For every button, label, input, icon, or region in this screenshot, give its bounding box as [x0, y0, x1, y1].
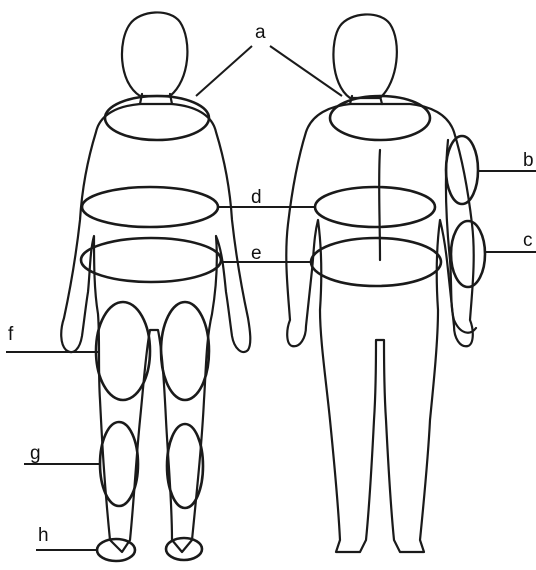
front-body-outline: [61, 104, 250, 552]
front-shoulder-ring: [105, 96, 209, 140]
front-left-foot-ring: [97, 539, 135, 561]
front-left-thigh-ring: [96, 302, 150, 400]
labels: a b c d e f g h: [8, 22, 534, 546]
leader-lines: [6, 46, 536, 550]
back-figure: [286, 14, 485, 552]
label-f: f: [8, 324, 14, 345]
back-chest-ring: [315, 187, 435, 227]
back-spine-line: [379, 150, 380, 260]
front-waist-ring: [81, 238, 221, 282]
label-d: d: [251, 187, 262, 208]
back-shoulder-ring: [330, 96, 430, 140]
front-right-calf-ring: [167, 424, 203, 508]
back-forearm-ring: [451, 221, 485, 287]
label-b: b: [523, 150, 534, 171]
leader-a-back: [270, 46, 342, 96]
leader-a-front: [196, 46, 252, 96]
front-chest-ring: [82, 187, 218, 227]
back-head-outline: [333, 14, 396, 98]
back-waist-ring: [311, 238, 441, 286]
label-e: e: [251, 243, 262, 264]
front-head-outline: [122, 12, 187, 96]
front-figure: [61, 12, 250, 561]
label-h: h: [38, 525, 49, 546]
label-c: c: [523, 230, 533, 251]
front-left-calf-ring: [100, 422, 138, 506]
front-right-thigh-ring: [161, 302, 209, 400]
back-upper-arm-ring: [446, 136, 478, 204]
label-a: a: [255, 22, 266, 43]
label-g: g: [30, 443, 41, 464]
